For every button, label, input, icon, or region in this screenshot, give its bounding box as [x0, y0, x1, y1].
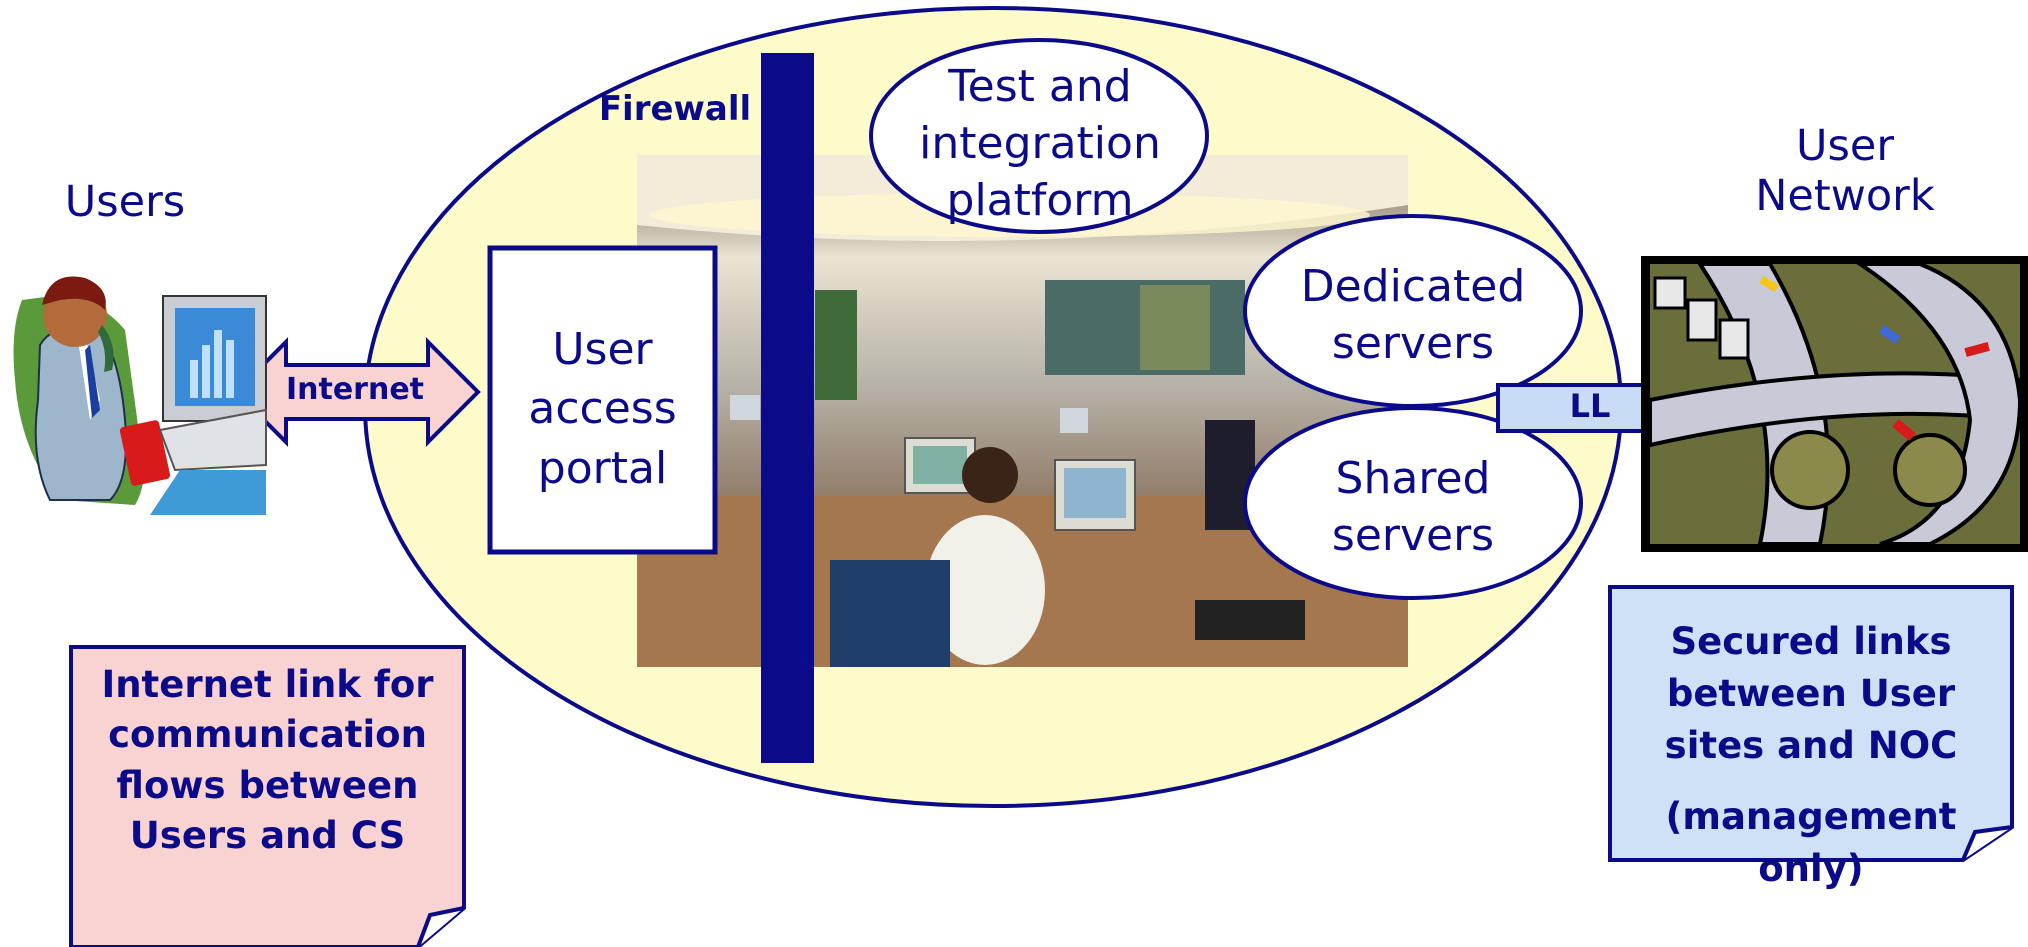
test-platform-line-3: platform	[946, 175, 1134, 227]
firewall-bar	[761, 53, 814, 763]
internet-link-note	[69, 645, 466, 947]
portal-line-3: portal	[537, 442, 668, 494]
shared-servers-label: Shared servers	[1263, 450, 1563, 564]
firewall-label: Firewall	[598, 89, 752, 129]
user-access-portal-box	[487, 245, 718, 555]
portal-line-1: User	[552, 324, 653, 375]
user-network-highway-image	[1641, 256, 2028, 552]
secured-note-line-1: Secured links	[1670, 620, 1952, 663]
user-access-portal-label: User access portal	[492, 320, 713, 498]
user-network-label: User Network	[1730, 121, 1960, 222]
internet-note-line-3: flows between	[116, 763, 419, 807]
dedicated-servers-line-2: servers	[1331, 318, 1495, 370]
internet-note-line-1: Internet link for	[101, 663, 434, 706]
internet-note-line-4: Users and CS	[129, 813, 406, 857]
dedicated-servers-label: Dedicated servers	[1263, 258, 1563, 372]
secured-note-line-4: (management only)	[1665, 795, 1957, 891]
ll-label: LL	[1569, 387, 1611, 425]
user-at-computer-image	[13, 276, 267, 515]
internet-note-line-2: communication	[108, 713, 427, 757]
test-platform-line-2: integration	[919, 118, 1161, 170]
shared-servers-ellipse	[1243, 406, 1583, 600]
internet-link-note-text: Internet link for communication flows be…	[75, 660, 460, 861]
secured-links-note-text: Secured links between User sites and NOC…	[1612, 616, 2010, 895]
test-platform-label: Test and integration platform	[880, 58, 1200, 230]
internet-arrow	[233, 337, 481, 447]
portal-line-2: access	[528, 383, 677, 435]
test-platform-line-1: Test and	[948, 61, 1132, 112]
shared-servers-line-2: servers	[1331, 510, 1495, 562]
internet-label: Internet	[285, 372, 425, 407]
users-label: Users	[64, 177, 186, 227]
user-network-line-2: Network	[1755, 170, 1935, 221]
secured-links-note	[1608, 585, 2014, 862]
dedicated-servers-line-1: Dedicated	[1300, 261, 1526, 312]
secured-note-line-2: between User	[1666, 671, 1956, 715]
secured-note-line-3: sites and NOC	[1664, 723, 1958, 767]
user-network-line-1: User	[1795, 121, 1894, 171]
shared-servers-line-1: Shared	[1335, 453, 1491, 504]
test-platform-ellipse	[869, 38, 1209, 234]
